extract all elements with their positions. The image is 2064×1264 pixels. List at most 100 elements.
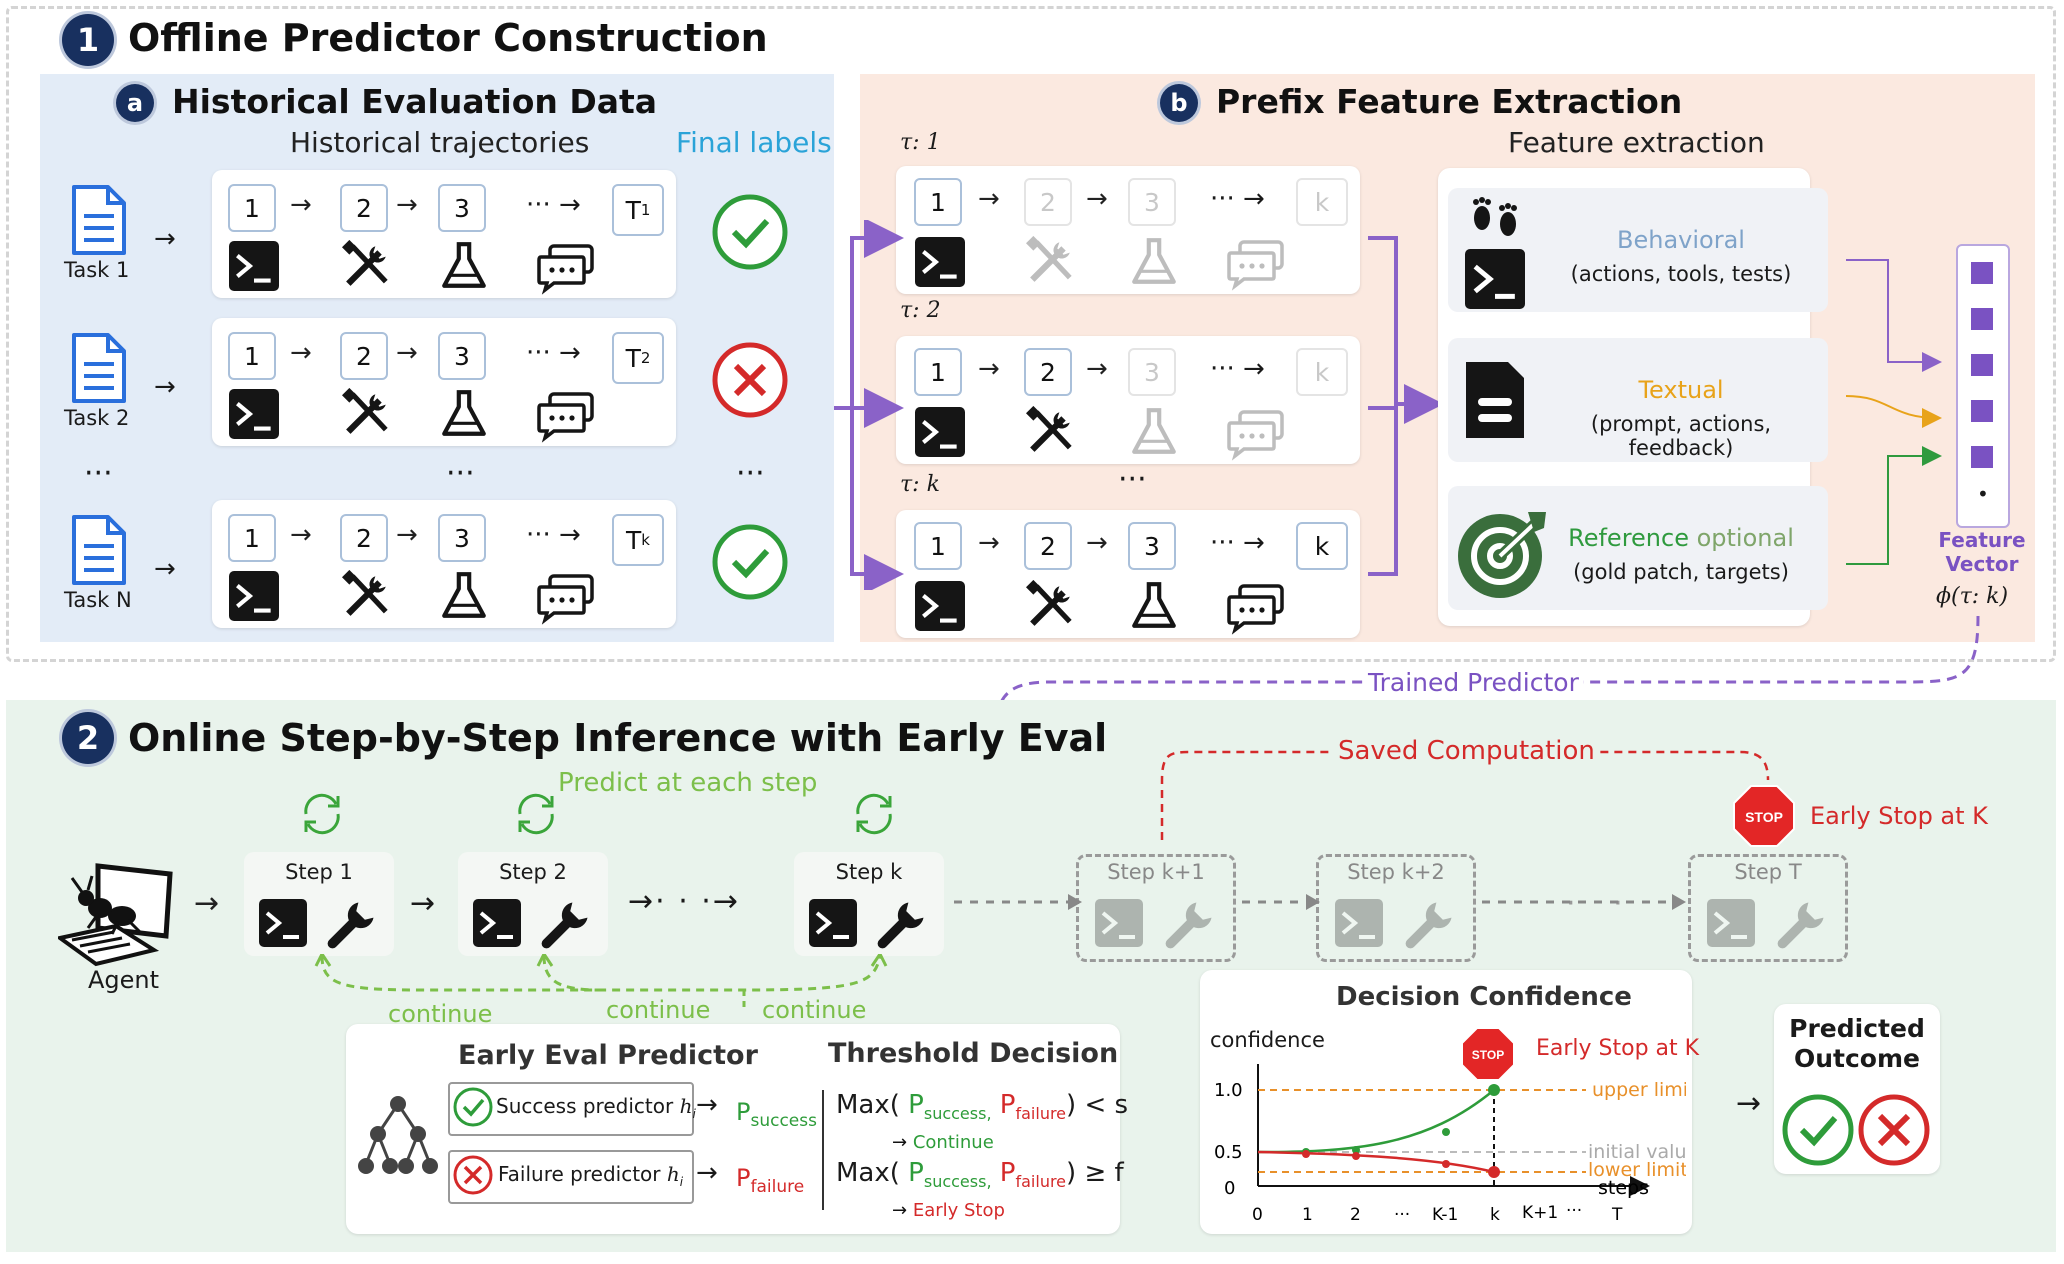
step-arrow: →	[1086, 528, 1108, 558]
terminal-icon	[1707, 899, 1755, 947]
step-number: 1	[914, 178, 962, 226]
svg-text:T: T	[1611, 1205, 1623, 1225]
vector-cell	[1971, 308, 1993, 330]
section-1-title: Offline Predictor Construction	[128, 16, 768, 60]
vector-cell	[1971, 354, 1993, 376]
task-arrow: →	[154, 372, 176, 402]
svg-text:lower limit: lower limit	[1588, 1159, 1686, 1181]
wrench-icon	[877, 902, 924, 949]
target-icon	[1458, 512, 1546, 598]
step2-dots-arrow: →· · ·→	[628, 884, 740, 919]
threshold-stop-rule: Max( Psuccess, Pfailure) ≥ f	[836, 1158, 1124, 1192]
step-dots: ··· →	[526, 520, 581, 550]
panel-a-badge: a	[116, 84, 154, 122]
step-dots: ··· →	[526, 338, 581, 368]
offline-section	[6, 6, 2056, 662]
step-number: 1	[228, 184, 276, 232]
svg-text:steps: steps	[1598, 1177, 1649, 1199]
refresh-icon	[304, 793, 340, 835]
wrench-icon	[1777, 902, 1824, 949]
outcome-icons	[1782, 1094, 1930, 1166]
tools-icon	[342, 570, 388, 616]
svg-text:K-1: K-1	[1432, 1205, 1458, 1225]
step-dots: ··· →	[1210, 184, 1265, 214]
feature-desc: (actions, tools, tests)	[1570, 262, 1792, 286]
terminal-icon	[1095, 899, 1143, 947]
prefix-ellipsis: ···	[1118, 462, 1147, 497]
prefix-label: τ: k	[900, 472, 940, 497]
wrench-icon	[327, 902, 374, 949]
terminal-icon	[229, 241, 279, 291]
final-step: k	[1296, 348, 1348, 396]
feature-title: Reference optional	[1568, 524, 1794, 552]
vector-ellipsis: •	[1977, 482, 1989, 506]
p-success: Psuccess	[736, 1098, 817, 1131]
feature-to-vector-arrows	[1845, 259, 1942, 565]
step-number: 1	[228, 332, 276, 380]
svg-text:2: 2	[1350, 1205, 1361, 1225]
threshold-title: Threshold Decision	[828, 1038, 1119, 1069]
terminal-icon	[229, 571, 279, 621]
document-icon	[72, 515, 126, 585]
task-label: Task 2	[64, 406, 130, 430]
panel-b-title: Prefix Feature Extraction	[1216, 82, 1683, 121]
decision-confidence-box	[1200, 970, 1692, 1234]
flask-icon	[1132, 238, 1176, 284]
p-failure: Pfailure	[736, 1164, 805, 1197]
step-arrow: →	[978, 354, 1000, 384]
threshold-early-stop: → Early Stop	[892, 1200, 1005, 1221]
tools-icon	[1026, 406, 1072, 452]
step-number: 1	[914, 522, 962, 570]
step-arrow: →	[396, 190, 418, 220]
confidence-title: Decision Confidence	[1336, 982, 1632, 1012]
svg-text:K+1: K+1	[1522, 1203, 1558, 1223]
tools-icon	[1026, 236, 1072, 282]
svg-text:1: 1	[1302, 1205, 1313, 1225]
vector-cell	[1971, 446, 1993, 468]
step-number: 2	[1024, 178, 1072, 226]
success-check-icon	[712, 524, 788, 600]
step-arrow: →	[1086, 354, 1108, 384]
chat-icon	[1227, 584, 1284, 635]
section-1-badge: 1	[62, 14, 114, 66]
chat-icon	[1227, 240, 1284, 291]
svg-text:0: 0	[1224, 1178, 1235, 1199]
predict-each-step-label: Predict at each step	[558, 768, 818, 798]
continue-label-1: continue	[388, 1000, 493, 1028]
section-2-badge: 2	[62, 712, 114, 764]
threshold-divider	[822, 1090, 824, 1210]
step-dots: ··· →	[1210, 528, 1265, 558]
step-arrow: →	[290, 338, 312, 368]
flask-icon	[1132, 408, 1176, 454]
agent-label: Agent	[88, 966, 160, 994]
confidence-chart: 1.0 0.5 0 upper limit initial value lowe…	[1214, 1064, 1686, 1225]
task-label: Task N	[64, 588, 132, 612]
step-number: 3	[1128, 348, 1176, 396]
terminal-icon	[473, 899, 521, 947]
svg-text:STOP: STOP	[1745, 809, 1783, 825]
step-number: 3	[438, 184, 486, 232]
step-label: Step 1	[285, 860, 353, 884]
feature-extraction-label: Feature extraction	[1508, 126, 1765, 159]
vector-cell	[1971, 400, 1993, 422]
step-number: 2	[340, 514, 388, 562]
prefix-label: τ: 1	[900, 130, 941, 155]
task-arrow: →	[154, 224, 176, 254]
step-arrow: →	[396, 520, 418, 550]
step-number: 2	[1024, 348, 1072, 396]
chat-icon	[537, 244, 594, 295]
success-check-icon	[712, 194, 788, 270]
check-circle-icon	[453, 1087, 493, 1127]
step-number: 3	[1128, 178, 1176, 226]
success-predictor-box	[448, 1082, 694, 1136]
step-number: 3	[438, 514, 486, 562]
footprints-icon	[1473, 197, 1517, 236]
feature-desc: (prompt, actions, feedback)	[1590, 412, 1772, 460]
failure-predictor-box	[448, 1150, 694, 1204]
saved-computation-label: Saved Computation	[1334, 736, 1599, 766]
tools-icon	[342, 388, 388, 434]
tasks-ellipsis: ···	[84, 456, 113, 491]
step1-arrow: →	[410, 886, 436, 921]
continue-label-3: continue	[762, 996, 867, 1024]
step-arrow: →	[290, 520, 312, 550]
